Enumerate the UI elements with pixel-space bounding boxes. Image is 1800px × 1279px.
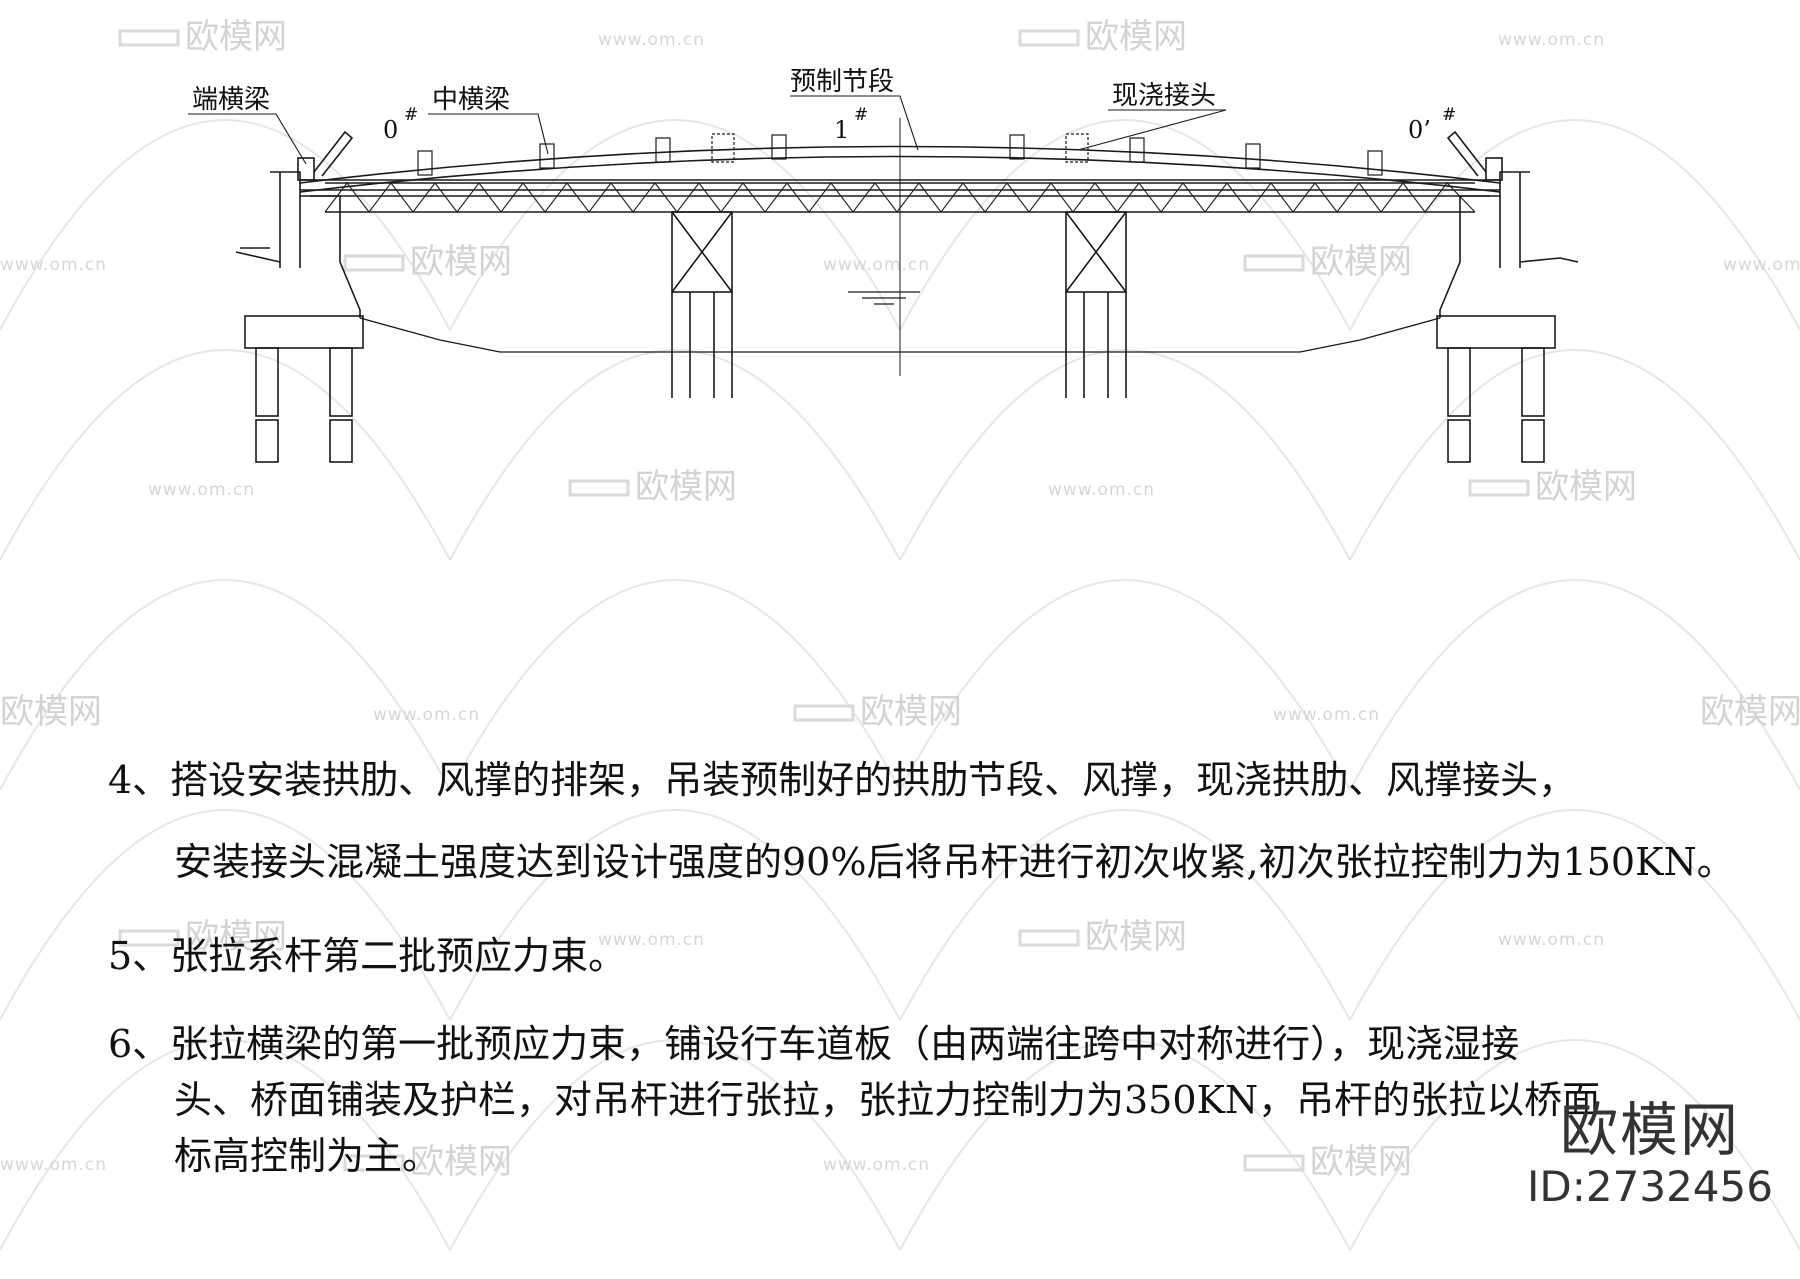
segment-mark-left: 0 [383,116,398,144]
step-6-line-3: 标高控制为主。 [174,1134,441,1178]
step-6: 6、张拉横梁的第一批预应力束，铺设行车道板（由两端往跨中对称进行），现浇湿接 头… [108,1016,1600,1184]
watermark-brand: 欧模网 [1085,917,1187,957]
watermark-url: www.om.cn [823,1155,930,1175]
watermark-url: www.om.cn [1048,480,1155,500]
watermark-urls: www.om.cn www.om.cn www.om.cn www.om.cn … [0,30,1800,1175]
watermark-url: www.om.cn [598,30,705,50]
label-mid-beam: 中横梁 [432,85,510,115]
step-6-line-2: 头、桥面铺装及护栏，对吊杆进行张拉，张拉力控制力为350KN，吊杆的张拉以桥面 [174,1078,1601,1122]
step-5-line-1: 5、张拉系杆第二批预应力束。 [108,934,627,978]
label-cast-joint: 现浇接头 [1112,81,1216,111]
watermark-url: www.om.cn [823,255,930,275]
watermark-brand: 欧模网 [860,692,962,732]
temporary-bent-left [671,211,733,398]
watermark-brand: 欧模网 [1085,17,1187,57]
watermark-arcs [0,119,1800,1251]
watermark-brand: 欧模网 [1535,467,1637,507]
watermark-logo-marks [118,29,1530,1172]
segment-mark-middle: 1 [834,116,849,144]
step-4: 4、搭设安装拱肋、风撑的排架，吊装预制好的拱肋节段、风撑，现浇拱肋、风撑接头， … [108,752,1735,890]
watermark-url: www.om.cn [373,705,480,725]
watermark-brand: 欧模网 [0,692,102,732]
watermark-url: www.om.cn [0,1155,107,1175]
brand-watermark: 欧模网 ID:2732456 [1515,1098,1785,1212]
cross-beam-blocks [417,134,1383,176]
segment-mark-right: 0’ [1408,116,1431,144]
bridge-elevation [188,95,1579,463]
end-beams [297,130,1503,181]
brand-name: 欧模网 [1559,1096,1740,1164]
watermark-url: www.om.cn [148,480,255,500]
watermark-brand: 欧模网 [1700,692,1800,732]
segment-mark-middle-sup: # [854,105,868,125]
watermark-layer: www.om.cn www.om.cn www.om.cn www.om.cn … [0,17,1800,1251]
watermark-brand: 欧模网 [1310,1142,1412,1182]
watermark-brand: 欧模网 [185,917,287,957]
watermark-brand: 欧模网 [410,1142,512,1182]
leader-lines [188,95,1227,165]
watermark-url: www.om.cn [598,930,705,950]
segment-mark-left-sup: # [404,105,418,125]
watermark-brand: 欧模网 [185,17,287,57]
watermark-brand: 欧模网 [410,242,512,282]
model-id: ID:2732456 [1527,1162,1773,1211]
watermark-url: www.om.cn [1723,255,1800,275]
cast-joints [711,133,1089,163]
step-4-line-2: 安装接头混凝土强度达到设计强度的90%后将吊杆进行初次收紧,初次张拉控制力为15… [174,840,1735,884]
label-precast-segment: 预制节段 [790,67,894,97]
watermark-brand: 欧模网 [635,467,737,507]
watermark-brand: 欧模网 [1310,242,1412,282]
watermark-url: www.om.cn [0,255,107,275]
label-end-beam: 端横梁 [192,85,270,115]
drawing-labels: 端横梁 中横梁 预制节段 现浇接头 0 # 1 # 0’ # [192,67,1456,144]
segment-mark-right-sup: # [1442,105,1456,125]
step-6-line-1: 6、张拉横梁的第一批预应力束，铺设行车道板（由两端往跨中对称进行），现浇湿接 [108,1022,1520,1066]
watermark-url: www.om.cn [1498,30,1605,50]
watermark-url: www.om.cn [1273,705,1380,725]
temporary-bent-right [1065,211,1127,398]
step-5: 5、张拉系杆第二批预应力束。 [108,928,626,984]
step-4-line-1: 4、搭设安装拱肋、风撑的排架，吊装预制好的拱肋节段、风撑，现浇拱肋、风撑接头， [108,758,1577,802]
left-abutment [235,171,364,463]
watermark-url: www.om.cn [1498,930,1605,950]
truss-web [324,182,1476,213]
right-abutment [1436,171,1579,463]
water-level [848,291,920,305]
watermark-brand-tiles: 欧模网 欧模网 欧模网 欧模网 欧模网 欧模网 欧模网 欧模网 欧模网 欧模网 … [0,17,1800,1182]
